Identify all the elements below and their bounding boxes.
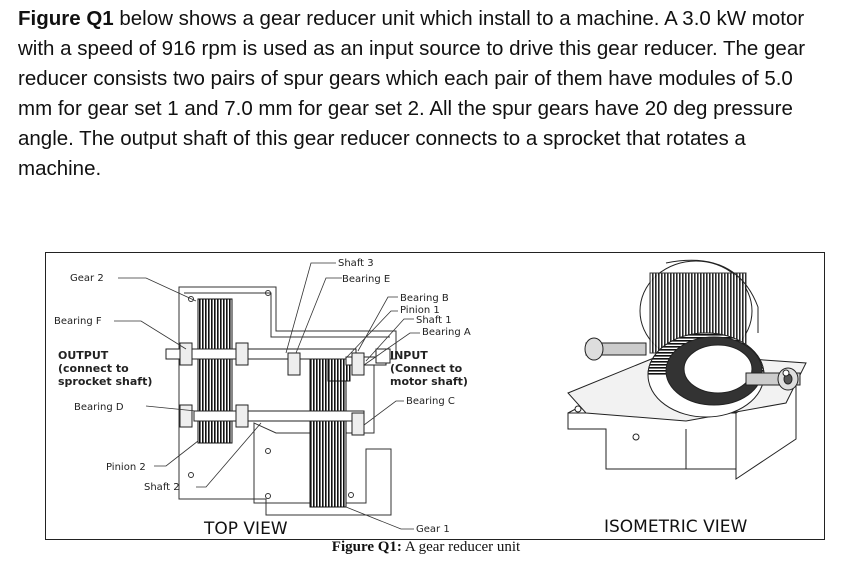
caption-label: Figure Q1: (331, 539, 402, 555)
figure-frame: Gear 2 Bearing F OUTPUT (connect to spro… (45, 252, 825, 540)
label-input: INPUT (390, 349, 428, 362)
question-text: Figure Q1 below shows a gear reducer uni… (18, 4, 818, 184)
label-output-sub2: sprocket shaft) (58, 375, 152, 388)
label-output-sub1: (connect to (58, 362, 129, 375)
label-bearing-f: Bearing F (54, 316, 102, 327)
label-pinion-1: Pinion 1 (400, 305, 440, 316)
label-bearing-a: Bearing A (422, 327, 471, 338)
label-shaft-3: Shaft 3 (338, 258, 374, 269)
caption-text: A gear reducer unit (401, 539, 521, 555)
label-bearing-d: Bearing D (74, 402, 124, 413)
input-coupling (375, 348, 391, 364)
label-shaft-2: Shaft 2 (144, 482, 180, 493)
isometric-view (567, 259, 807, 480)
leader-lines (114, 262, 420, 530)
figure-caption: Figure Q1: A gear reducer unit (0, 539, 852, 556)
label-input-sub2: motor shaft) (390, 375, 468, 388)
gear-reducer-drawing: Gear 2 Bearing F OUTPUT (connect to spro… (54, 258, 807, 539)
label-gear-2: Gear 2 (70, 273, 104, 284)
isometric-view-label: ISOMETRIC VIEW (604, 517, 747, 537)
question-body: below shows a gear reducer unit which in… (18, 7, 806, 180)
label-bearing-c: Bearing C (406, 396, 455, 407)
label-output: OUTPUT (58, 349, 109, 362)
label-input-sub1: (Connect to (390, 362, 463, 375)
label-pinion-2: Pinion 2 (106, 462, 146, 473)
gear-1 (309, 356, 347, 508)
label-bearing-e: Bearing E (342, 274, 390, 285)
label-gear-1: Gear 1 (416, 524, 450, 535)
figure-reference: Figure Q1 (18, 7, 114, 30)
bearings (179, 342, 365, 436)
top-view-label: TOP VIEW (203, 519, 288, 539)
label-bearing-b: Bearing B (400, 293, 449, 304)
label-shaft-1: Shaft 1 (416, 315, 452, 326)
